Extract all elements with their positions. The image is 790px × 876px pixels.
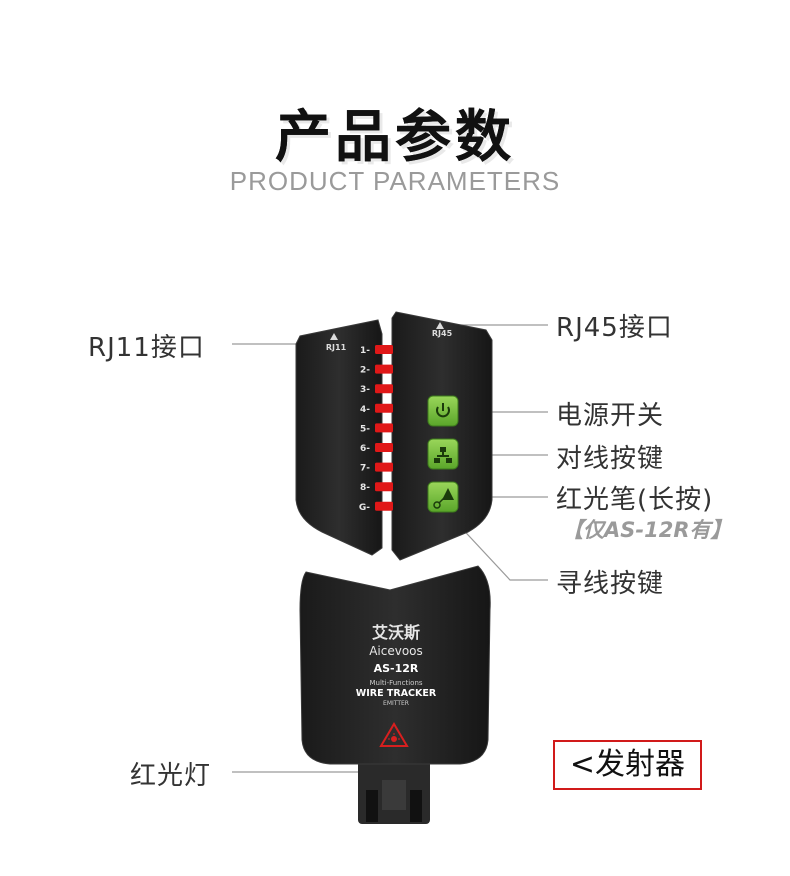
pair-test-button[interactable] [427,438,459,470]
device-line-2: WIRE TRACKER [356,688,437,699]
power-icon [436,403,450,418]
port-label-rj45: RJ45 [432,329,453,338]
led-indicator [375,482,393,492]
led-label: G- [359,503,370,513]
callout-laser-note: 【仅AS-12R有】 [562,518,732,542]
callout-laser: 红光笔(长按) [556,485,714,515]
laser-icon [433,488,454,509]
model-number: AS-12R [374,662,419,675]
head-right [391,311,493,561]
laser-warning-icon [379,722,409,747]
emitter-badge: <发射器 [553,740,702,790]
led-label: 5- [360,424,370,434]
led-indicator [375,462,393,472]
callout-trace: 寻线按键 [556,569,665,599]
callout-rj11: RJ11接口 [88,333,205,363]
led-label: 2- [360,366,370,376]
led-indicator [375,384,393,394]
callout-pair: 对线按键 [556,444,665,474]
network-icon [434,447,452,463]
led-label: 6- [360,444,370,454]
led-indicator [375,423,393,433]
led-label: 1- [360,346,370,356]
port-arrow-rj45 [436,322,444,329]
device-line-3: EMITTER [383,700,409,707]
bottom-connector [358,752,430,824]
led-indicator [375,443,393,452]
callout-power: 电源开关 [556,401,665,431]
led-indicator [375,345,393,354]
led-label: 4- [360,405,370,415]
head-left [295,319,383,556]
power-button[interactable] [427,395,459,427]
led-label: 3- [360,385,370,395]
callout-red-light: 红光灯 [130,761,212,791]
page-title: 产品参数 [275,105,515,170]
port-label-rj11: RJ11 [326,343,347,352]
brand-english: Aicevoos [369,644,423,658]
led-indicator [375,501,393,511]
led-label: 7- [360,464,370,474]
led-indicator [375,403,393,413]
page-subtitle: PRODUCT PARAMETERS [229,166,561,196]
led-indicator [375,364,393,374]
port-arrow-rj11 [330,333,338,340]
brand-chinese: 艾沃斯 [372,623,420,642]
laser-button[interactable] [427,481,459,513]
device-line-1: Multi-Functions [369,679,422,687]
callout-rj45: RJ45接口 [556,313,673,343]
led-column: 1- 2- 3- 4- 5- 6- 7- 8- G- [359,345,393,513]
body-lower [299,565,491,765]
led-label: 8- [360,483,370,493]
